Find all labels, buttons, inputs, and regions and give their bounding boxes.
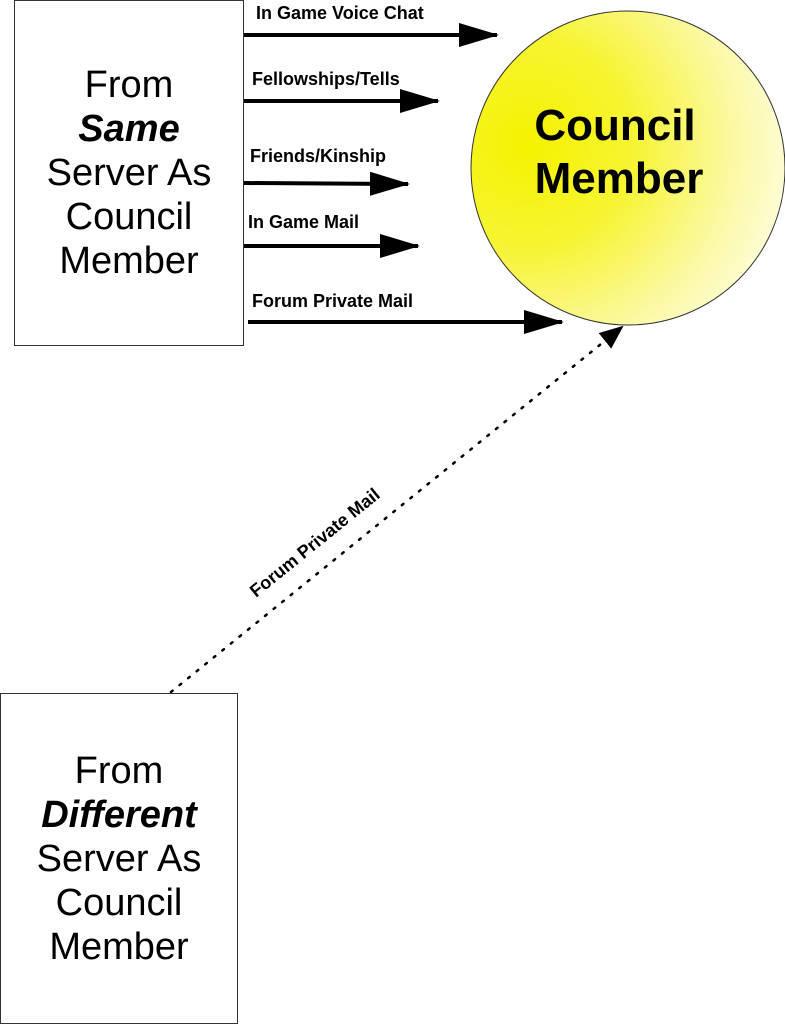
different-server-line4: Council (55, 881, 183, 924)
different-server-line2: Different (41, 793, 197, 836)
label-in-game-mail: In Game Mail (248, 212, 359, 232)
different-server-line1: From (74, 749, 164, 792)
different-server-line3: Server As (36, 837, 202, 880)
council-member-node: Council Member (470, 10, 785, 326)
same-server-line2: Same (78, 108, 180, 150)
arrow-friends-kinship (243, 171, 410, 196)
different-server-box: From Different Server As Council Member (0, 693, 238, 1024)
same-server-line4: Council (65, 196, 193, 238)
council-member-label-line2: Member (535, 154, 704, 203)
same-server-line5: Member (59, 240, 199, 282)
different-server-line5: Member (49, 925, 189, 968)
label-forum-private-mail: Forum Private Mail (252, 291, 413, 311)
label-fellowships-tells: Fellowships/Tells (252, 69, 400, 89)
label-different-server-forum-private-mail: Forum Private Mail (246, 484, 384, 601)
dotted-arrow-forum-private-mail (169, 325, 624, 694)
different-server-channel: Forum Private Mail (169, 325, 624, 694)
label-in-game-voice-chat: In Game Voice Chat (256, 3, 424, 23)
council-member-label-line1: Council (534, 101, 695, 150)
same-server-line3: Server As (46, 152, 212, 194)
label-friends-kinship: Friends/Kinship (250, 146, 386, 166)
same-server-box: From Same Server As Council Member (14, 0, 244, 346)
same-server-channels: In Game Voice Chat Fellowships/Tells Fri… (243, 3, 564, 334)
same-server-line1: From (84, 64, 174, 106)
